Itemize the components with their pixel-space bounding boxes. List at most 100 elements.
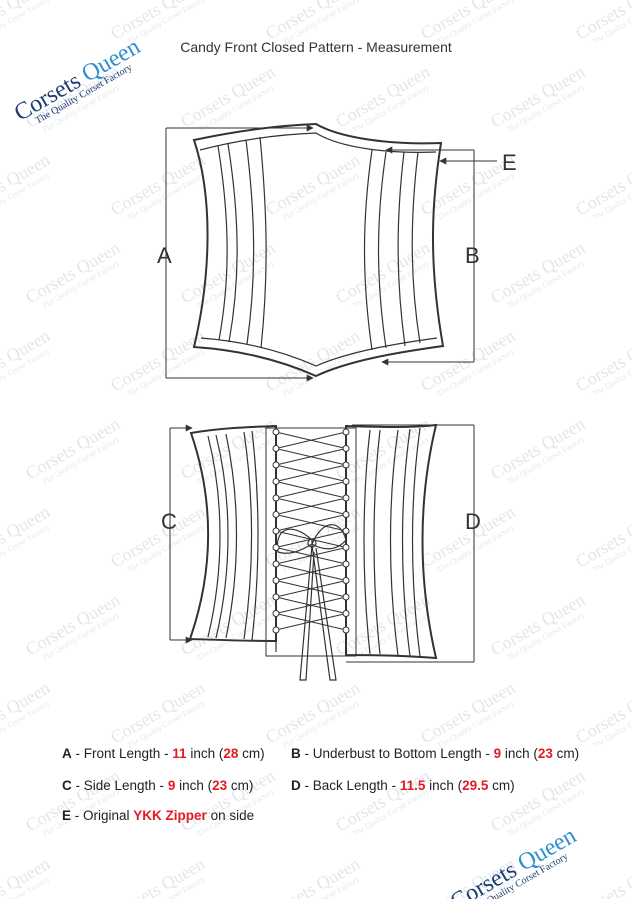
page-title: Candy Front Closed Pattern - Measurement xyxy=(180,39,452,55)
lace-segment xyxy=(275,580,347,598)
eyelets xyxy=(272,428,350,634)
front-corset-outline xyxy=(192,122,445,378)
lace-segment xyxy=(275,596,347,614)
front-bone-left-3 xyxy=(245,139,255,345)
back-bone-left-5 xyxy=(251,430,259,641)
lace-segment xyxy=(275,481,347,499)
legend-b: B - Underbust to Bottom Length - 9 inch … xyxy=(291,746,579,761)
back-bone-left-2 xyxy=(215,434,229,639)
eyelet xyxy=(342,478,350,485)
legend-a-cm: 28 xyxy=(223,746,239,761)
eyelet xyxy=(342,511,350,518)
legend-c-text2: inch ( xyxy=(175,778,213,793)
lace-crossings xyxy=(275,431,347,631)
lace-segment xyxy=(275,448,347,466)
eyelet xyxy=(342,428,350,436)
legend-e-key: E xyxy=(62,808,72,823)
legend-e-text1: - Original xyxy=(71,808,134,823)
legend-d-inch: 11.5 xyxy=(399,778,426,793)
eyelet xyxy=(272,494,280,502)
legend-d-key: D xyxy=(291,778,301,793)
legend-b-text3: cm) xyxy=(552,746,580,761)
eyelet xyxy=(272,610,280,617)
legend-d-text3: cm) xyxy=(488,778,515,793)
legend-b-text1: - Underbust to Bottom Length - xyxy=(300,746,494,761)
back-bone-right-1 xyxy=(363,429,371,655)
legend-b-text2: inch ( xyxy=(501,746,538,761)
eyelet xyxy=(272,560,280,568)
legend-b-cm: 23 xyxy=(537,746,553,761)
back-right-panel xyxy=(345,423,438,660)
label-d: D xyxy=(465,509,481,534)
back-bone-right-5 xyxy=(411,427,421,657)
legend-c-cm: 23 xyxy=(212,778,228,793)
legend-c-text1: - Side Length - xyxy=(71,778,168,793)
eyelet xyxy=(342,527,350,535)
eyelet xyxy=(342,494,350,502)
label-b: B xyxy=(465,243,480,268)
front-bone-left-4 xyxy=(259,136,267,349)
lace-segment xyxy=(275,613,347,631)
front-bone-right-2 xyxy=(377,151,387,349)
lace-tail-right xyxy=(311,544,337,681)
legend-e-text2: on side xyxy=(206,808,255,823)
front-corset-view xyxy=(192,122,445,378)
lace-segment xyxy=(275,547,347,565)
eyelet xyxy=(272,428,280,436)
eyelet xyxy=(272,445,280,452)
legend-d-text2: inch ( xyxy=(425,778,463,793)
legend-d-cm: 29.5 xyxy=(462,778,489,793)
eyelet xyxy=(272,461,280,469)
eyelet xyxy=(272,478,280,485)
eyelet xyxy=(342,626,350,634)
eyelet xyxy=(342,445,350,452)
legend-b-inch: 9 xyxy=(493,746,502,761)
legend-d-text1: - Back Length - xyxy=(300,778,400,793)
eyelet xyxy=(342,560,350,568)
eyelet xyxy=(272,577,280,584)
front-bottom-trim xyxy=(200,337,438,367)
front-bone-right-3 xyxy=(397,151,406,347)
label-a: A xyxy=(157,243,172,268)
back-left-panel xyxy=(188,424,277,643)
eyelet xyxy=(342,577,350,584)
legend-b-key: B xyxy=(291,746,301,761)
lace-bow xyxy=(276,524,347,554)
lace-segment xyxy=(275,464,347,482)
legend-a-text3: cm) xyxy=(238,746,265,761)
back-bone-right-3 xyxy=(389,429,399,656)
back-bone-right-4 xyxy=(401,428,411,657)
front-top-trim xyxy=(199,132,437,153)
legend-a: A - Front Length - 11 inch (28 cm) xyxy=(62,746,265,761)
legend-d: D - Back Length - 11.5 inch (29.5 cm) xyxy=(291,778,515,793)
legend-a-text2: inch ( xyxy=(186,746,224,761)
lace-segment xyxy=(275,431,347,449)
front-bone-left-1 xyxy=(217,145,228,341)
eyelet xyxy=(342,593,350,601)
back-bone-left-3 xyxy=(225,433,238,639)
legend-a-inch: 11 xyxy=(172,746,187,761)
eyelet xyxy=(342,461,350,469)
lace-segment xyxy=(275,530,347,548)
lacing-panel xyxy=(265,427,357,657)
eyelet xyxy=(272,511,280,518)
eyelet xyxy=(272,544,280,551)
legend-c-key: C xyxy=(62,778,72,793)
legend-a-text1: - Front Length - xyxy=(71,746,173,761)
eyelet xyxy=(342,544,350,551)
front-bone-left-2 xyxy=(227,143,238,343)
lace-segment xyxy=(275,497,347,515)
legend-e: E - Original YKK Zipper on side xyxy=(62,808,254,823)
back-bone-right-2 xyxy=(373,429,381,655)
front-bone-right-1 xyxy=(363,149,373,351)
lace-tail-left xyxy=(299,544,315,681)
legend-c: C - Side Length - 9 inch (23 cm) xyxy=(62,778,253,793)
back-bone-left-1 xyxy=(207,435,221,638)
legend-a-key: A xyxy=(62,746,72,761)
lace-segment xyxy=(275,563,347,581)
eyelet xyxy=(272,626,280,634)
legend-c-inch: 9 xyxy=(167,778,176,793)
